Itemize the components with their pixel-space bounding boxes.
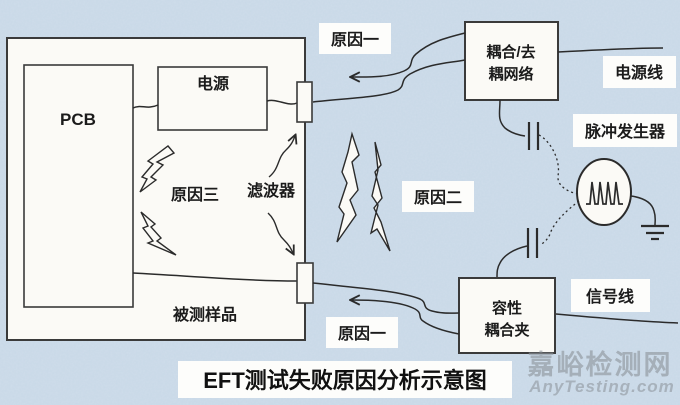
coupling-network-box	[464, 21, 559, 101]
lightning-bolt-cause2-right-icon	[369, 141, 391, 252]
cause2-label: 原因二	[414, 189, 462, 207]
power-line-label-plate	[603, 56, 676, 88]
wire-generator-to-ground	[630, 195, 656, 226]
power-supply-label: 电源	[197, 74, 229, 93]
pcb-box	[23, 64, 134, 308]
wire-power-to-filter	[266, 99, 298, 105]
dotted-lead-bottom	[539, 200, 580, 246]
lightning-bolt-cause3-lower-icon	[140, 211, 177, 256]
cause2-label-plate	[402, 181, 474, 212]
cause1-bottom-label: 原因一	[338, 325, 386, 343]
pulse-generator-label-plate	[573, 114, 677, 147]
bottom-filter-connector	[296, 262, 314, 304]
signal-line-label-plate	[571, 279, 650, 312]
wire-clamp-to-eut	[312, 282, 460, 314]
signal-line-label: 信号线	[586, 287, 634, 306]
coupling-clamp-label-line2: 耦合夹	[484, 321, 529, 339]
wire-pcb-to-bottom-filter	[132, 272, 298, 282]
power-line-label: 电源线	[615, 63, 663, 82]
coupling-network-label-line2: 耦网络	[488, 65, 533, 83]
diagram-title: EFT测试失败原因分析示意图	[203, 368, 487, 393]
watermark-site-url: AnyTesting.com	[528, 377, 675, 396]
power-line-wire	[557, 47, 664, 53]
tested-sample-label: 被测样品	[173, 305, 237, 324]
coupling-clamp-label-line1: 容性	[491, 299, 522, 317]
lightning-bolt-cause2-left-icon	[336, 131, 360, 243]
ground-icon	[641, 224, 669, 241]
top-filter-connector	[296, 81, 313, 123]
wire-cdn-to-capacitor	[498, 99, 526, 137]
power-supply-box	[157, 66, 268, 131]
wire-pcb-to-power	[132, 104, 159, 109]
filter-arrow-up	[268, 136, 295, 178]
cause1-bottom-label-plate	[326, 317, 398, 348]
coupling-network-label-line1: 耦合/去	[486, 43, 535, 61]
cause1-top-label: 原因一	[331, 31, 379, 49]
cause1-top-arrow	[352, 32, 466, 77]
filter-label: 滤波器	[247, 181, 296, 200]
wire-capacitor-to-clamp	[496, 245, 528, 279]
title-plate	[178, 361, 512, 398]
capacitor-top-icon	[527, 122, 540, 150]
lightning-bolt-cause3-upper-icon	[139, 145, 176, 193]
signal-line-wire	[555, 313, 679, 324]
pulse-generator-circle	[576, 158, 632, 226]
watermark-site-name: 嘉峪检测网	[528, 349, 673, 380]
capacitor-bottom-icon	[526, 228, 539, 258]
cause1-bottom-arrow	[352, 300, 460, 335]
pulse-waveform-icon	[586, 181, 623, 205]
cause3-label: 原因三	[171, 186, 219, 204]
coupling-clamp-box	[458, 277, 556, 354]
cause1-top-label-plate	[319, 23, 391, 54]
pcb-label: PCB	[60, 110, 96, 129]
pulse-generator-label: 脉冲发生器	[584, 122, 666, 141]
wire-cdn-to-eut	[312, 59, 466, 103]
filter-arrow-down	[267, 212, 293, 253]
dotted-lead-top	[538, 134, 579, 195]
